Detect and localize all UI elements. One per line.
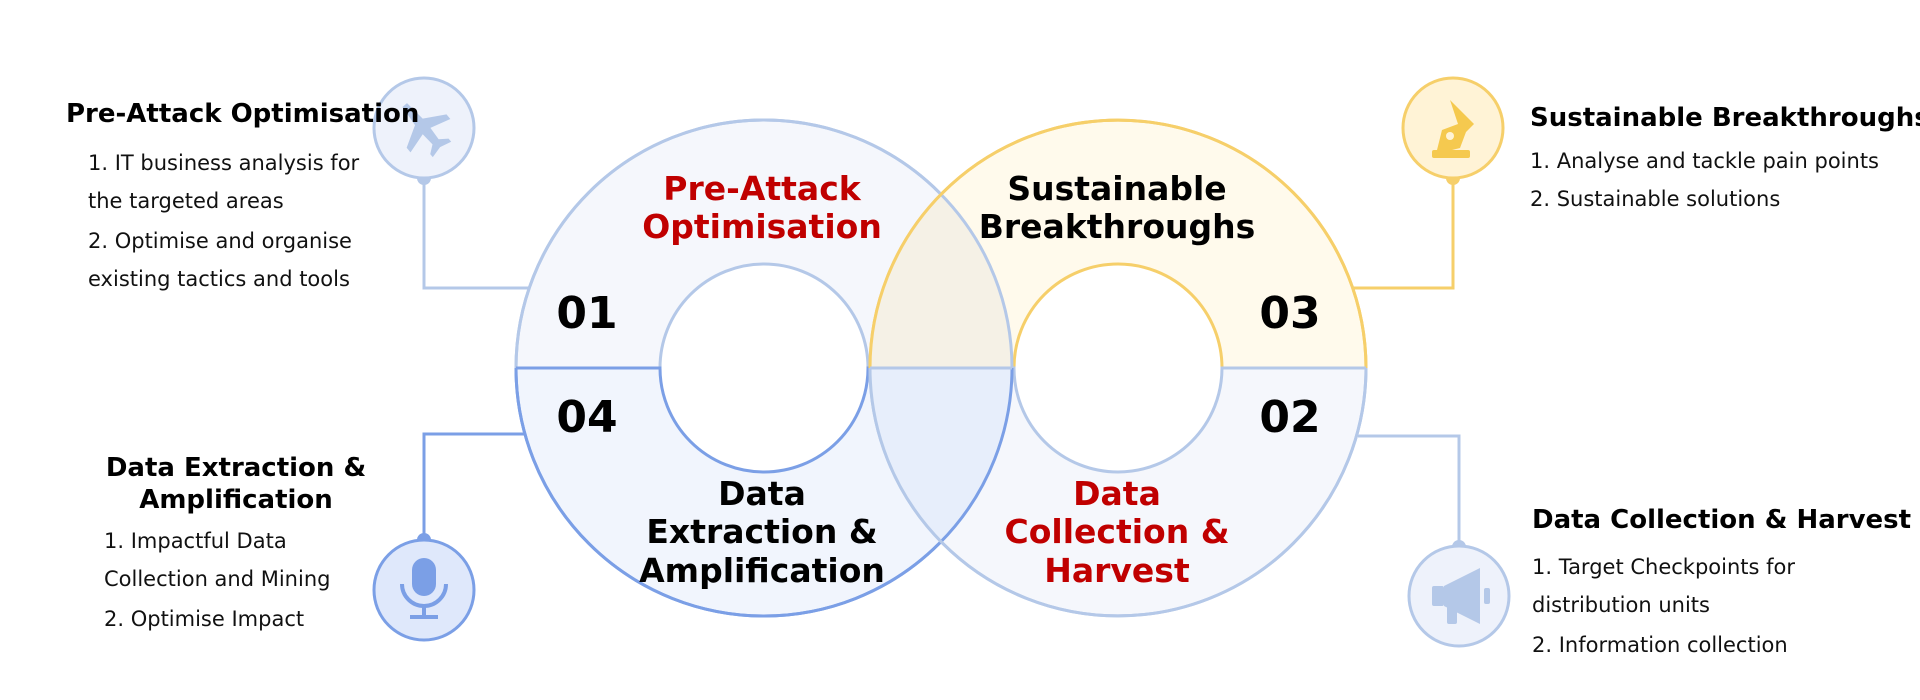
overlap-top (869, 193, 1013, 368)
right-ring-outline-bottom (868, 367, 1368, 618)
left-ring-outline-bottom (514, 367, 1014, 618)
fighter-jet-icon (402, 103, 452, 158)
callout-item: 2. Sustainable solutions (1530, 187, 1780, 211)
segment-04-label-line: Extraction & (646, 512, 877, 551)
badge-top-right (1401, 76, 1505, 180)
callout-title: Amplification (139, 485, 333, 515)
segment-02-number: 02 (1259, 392, 1320, 443)
callout-title: Data Extraction & (106, 453, 366, 483)
left-ring-outline-top (514, 118, 1014, 369)
segment-02-label-line: Harvest (1044, 551, 1190, 590)
badge-top-left (372, 76, 476, 180)
megaphone-icon (1432, 568, 1490, 624)
callout-item: the targeted areas (88, 189, 284, 213)
connector-bottom-left (422, 432, 526, 540)
callout-item: existing tactics and tools (88, 267, 350, 291)
segment-04-label-line: Data (718, 474, 806, 513)
callout-top-right: Sustainable Breakthroughs 1. Analyse and… (1530, 103, 1920, 211)
callout-item: Collection and Mining (104, 567, 330, 591)
callout-item: 1. Analyse and tackle pain points (1530, 149, 1879, 173)
pen-nib-icon (1432, 100, 1474, 158)
callout-title: Pre-Attack Optimisation (66, 99, 419, 129)
segment-03-label-line: Sustainable (1007, 169, 1226, 208)
badge-bottom-right (1407, 544, 1511, 648)
segment-01-label-line: Pre-Attack (663, 169, 861, 208)
callout-item: 2. Optimise and organise (88, 229, 352, 253)
connector-bottom-right (1358, 434, 1461, 547)
segment-04-number: 04 (556, 392, 617, 443)
connector-top-left (422, 178, 528, 290)
callout-title: Sustainable Breakthroughs (1530, 103, 1920, 133)
callout-item: distribution units (1532, 593, 1710, 617)
segment-02-label-line: Collection & (1005, 512, 1230, 551)
callout-bottom-right: Data Collection & Harvest 1. Target Chec… (1532, 505, 1911, 657)
segment-03-label: Sustainable Breakthroughs (979, 169, 1256, 246)
callout-item: 1. IT business analysis for (88, 151, 360, 175)
segment-02-label-line: Data (1073, 474, 1161, 513)
callout-item: 2. Optimise Impact (104, 607, 304, 631)
segment-03-number: 03 (1259, 288, 1320, 339)
right-ring-outline-top (868, 118, 1368, 369)
callout-bottom-left: Data Extraction & Amplification 1. Impac… (104, 453, 366, 631)
callout-item: 2. Information collection (1532, 633, 1788, 657)
callout-top-left: Pre-Attack Optimisation 1. IT business a… (66, 99, 419, 291)
callout-title: Data Collection & Harvest (1532, 505, 1911, 535)
connector-top-right (1352, 178, 1455, 290)
segment-03-label-line: Breakthroughs (979, 207, 1256, 246)
segment-04-label: Data Extraction & Amplification (639, 474, 885, 590)
callout-item: 1. Impactful Data (104, 529, 287, 553)
microphone-icon (400, 558, 448, 619)
badge-bottom-left (372, 538, 476, 642)
callout-item: 1. Target Checkpoints for (1532, 555, 1795, 579)
segment-01-number: 01 (556, 288, 617, 339)
segment-04-label-line: Amplification (639, 551, 885, 590)
segment-02-label: Data Collection & Harvest (1005, 474, 1230, 590)
segment-01-label: Pre-Attack Optimisation (642, 169, 882, 246)
overlap-bottom (869, 368, 1013, 543)
segment-01-label-line: Optimisation (642, 207, 882, 246)
